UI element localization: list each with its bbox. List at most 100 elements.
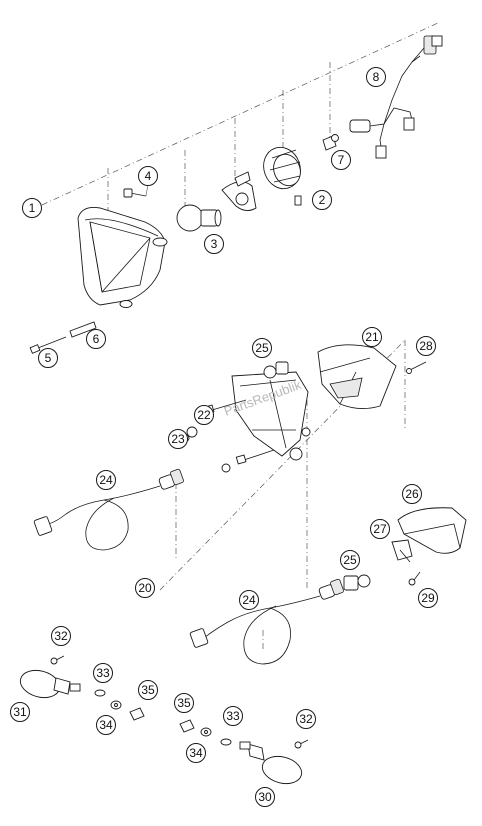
- callout-circle: [10, 702, 30, 722]
- callout-number: 20: [138, 581, 152, 595]
- mounting-bolt: [29, 336, 67, 354]
- callout-circle: [366, 67, 386, 87]
- callout-number: 5: [45, 351, 52, 365]
- callout-number: 8: [373, 70, 380, 84]
- callout-circle: [340, 550, 360, 570]
- callout-number: 23: [171, 432, 185, 446]
- bulb-holder: [221, 171, 257, 211]
- callout-circle: [51, 626, 71, 646]
- license-plate-lamp: [397, 507, 467, 554]
- callout-number: 25: [255, 341, 269, 355]
- callout-number: 32: [299, 712, 313, 726]
- callout-5: 5: [38, 348, 58, 368]
- callout-circle: [362, 327, 382, 347]
- callout-32: 32: [296, 709, 316, 729]
- callout-circle: [255, 787, 275, 807]
- callout-32: 32: [51, 626, 71, 646]
- callout-circle: [96, 470, 116, 490]
- callout-25: 25: [252, 338, 272, 358]
- callout-circle: [168, 429, 188, 449]
- callout-34: 34: [96, 715, 116, 735]
- callout-number: 24: [99, 473, 113, 487]
- callout-25: 25: [340, 550, 360, 570]
- headlight-wiring-harness: [349, 35, 443, 159]
- callout-number: 27: [373, 522, 387, 536]
- callout-circle: [186, 743, 206, 763]
- callout-circle: [416, 336, 436, 356]
- headlight-housing: [77, 207, 168, 308]
- callout-number: 2: [319, 193, 326, 207]
- left-turn-signal: [19, 669, 81, 699]
- rubber-cap: [263, 146, 302, 206]
- callout-circle: [204, 234, 224, 254]
- callout-circle: [96, 715, 116, 735]
- callout-21: 21: [362, 327, 382, 347]
- lamp-bracket: [391, 539, 413, 563]
- callout-number: 24: [242, 593, 256, 607]
- callout-4: 4: [138, 166, 158, 186]
- callout-7: 7: [331, 150, 351, 170]
- callout-circle: [331, 150, 351, 170]
- callout-24: 24: [96, 470, 116, 490]
- tail-light-lens: [317, 344, 397, 409]
- callout-number: 30: [258, 790, 272, 804]
- left-signal-screw: [50, 655, 65, 665]
- callout-number: 6: [93, 332, 100, 346]
- right-signal-screw: [294, 739, 309, 749]
- callout-circle: [296, 709, 316, 729]
- tail-light-bracket: [231, 371, 311, 461]
- callout-number: 28: [419, 339, 433, 353]
- callout-circle: [93, 663, 113, 683]
- callout-28: 28: [416, 336, 436, 356]
- callout-circle: [135, 578, 155, 598]
- callout-22: 22: [194, 405, 214, 425]
- callout-number: 4: [145, 169, 152, 183]
- callout-circle: [239, 590, 259, 610]
- callout-circle: [38, 348, 58, 368]
- callout-35: 35: [138, 680, 158, 700]
- callout-3: 3: [204, 234, 224, 254]
- lamp-screw: [408, 571, 421, 586]
- tail-light-cable: [33, 468, 184, 551]
- callout-number: 35: [141, 683, 155, 697]
- callout-20: 20: [135, 578, 155, 598]
- callout-8: 8: [366, 67, 386, 87]
- callout-number: 3: [211, 237, 218, 251]
- callout-number: 29: [421, 591, 435, 605]
- callout-number: 31: [13, 705, 27, 719]
- callout-34: 34: [186, 743, 206, 763]
- callout-number: 1: [29, 201, 36, 215]
- callout-number: 32: [54, 629, 68, 643]
- right-turn-signal: [239, 741, 303, 785]
- bulb-screw: [123, 183, 149, 198]
- parking-bulb: [322, 134, 339, 151]
- callout-26: 26: [402, 484, 422, 504]
- callout-number: 34: [189, 746, 203, 760]
- callout-number: 33: [96, 666, 110, 680]
- callout-circle: [174, 693, 194, 713]
- callout-33: 33: [93, 663, 113, 683]
- right-signal-washers: [179, 719, 232, 746]
- callout-circle: [223, 706, 243, 726]
- callout-number: 21: [365, 330, 379, 344]
- callout-circle: [138, 680, 158, 700]
- spacer-sleeve: [69, 321, 97, 338]
- callout-number: 7: [338, 153, 345, 167]
- callout-31: 31: [10, 702, 30, 722]
- callout-24: 24: [239, 590, 259, 610]
- callout-27: 27: [370, 519, 390, 539]
- callout-circle: [252, 338, 272, 358]
- callout-circle: [22, 198, 42, 218]
- callout-number: 25: [343, 553, 357, 567]
- callout-number: 34: [99, 718, 113, 732]
- callout-2: 2: [312, 190, 332, 210]
- headlight-bulb: [176, 204, 222, 232]
- callout-6: 6: [86, 329, 106, 349]
- callout-number: 33: [226, 709, 240, 723]
- callout-circle: [194, 405, 214, 425]
- callout-35: 35: [174, 693, 194, 713]
- callout-circle: [86, 329, 106, 349]
- callout-circle: [138, 166, 158, 186]
- callout-29: 29: [418, 588, 438, 608]
